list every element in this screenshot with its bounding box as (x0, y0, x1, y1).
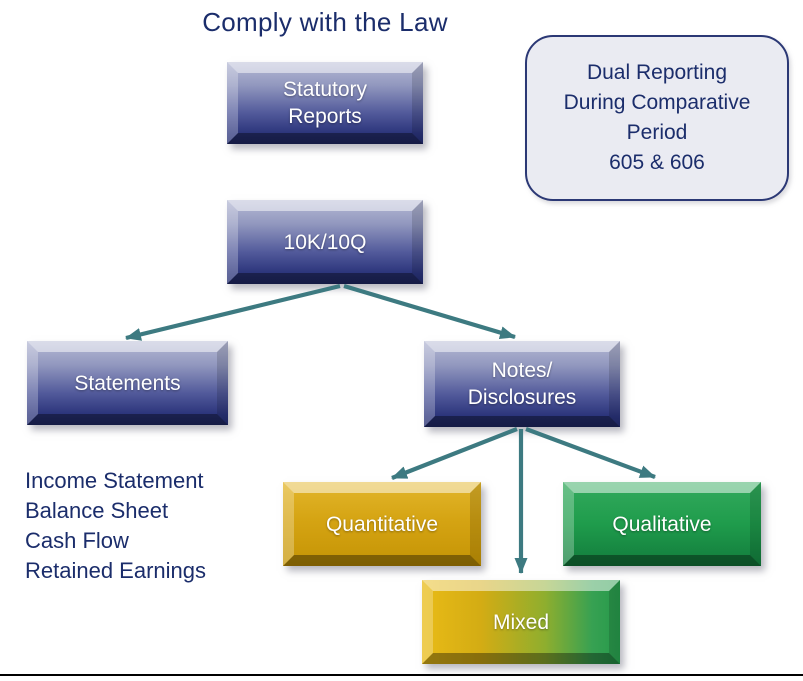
callout-line: 605 & 606 (609, 151, 705, 174)
slide-bottom-border (0, 674, 803, 676)
arrow-tenk-to-notes (343, 283, 516, 340)
node-10k-10q: 10K/10Q (227, 200, 423, 284)
node-statutory-reports: Statutory Reports (227, 62, 423, 144)
arrow-notes-to-qualitative (525, 427, 656, 479)
node-label: Quantitative (325, 512, 439, 536)
statement-type-item: Cash Flow (25, 528, 129, 553)
callout-line: During Comparative (563, 91, 751, 114)
node-label: 10K/10Q (283, 230, 367, 254)
node-label: Statutory Reports (282, 78, 368, 128)
arrow-tenk-to-statements (125, 283, 341, 341)
arrow-notes-to-quantitative (391, 427, 518, 480)
statement-type-item: Income Statement (25, 468, 204, 493)
node-mixed: Mixed (422, 580, 620, 664)
callout-line: Dual Reporting (586, 61, 728, 84)
statement-type-item: Balance Sheet (25, 498, 169, 523)
node-label: Notes/ Disclosures (467, 359, 577, 409)
callout-line: Period (626, 121, 688, 144)
node-label: Statements (74, 371, 181, 395)
node-notes-disclosures: Notes/ Disclosures (424, 341, 620, 427)
node-statements: Statements (27, 341, 228, 425)
node-label: Qualitative (612, 512, 712, 536)
node-label: Mixed (492, 610, 550, 634)
slide-title: Comply with the Law (202, 7, 448, 37)
statement-type-item: Retained Earnings (25, 558, 207, 583)
node-quantitative: Quantitative (283, 482, 481, 566)
dual-reporting-callout: Dual Reporting During Comparative Period… (525, 35, 789, 201)
node-qualitative: Qualitative (563, 482, 761, 566)
statement-types-list: Income Statement Balance Sheet Cash Flow… (25, 466, 206, 586)
